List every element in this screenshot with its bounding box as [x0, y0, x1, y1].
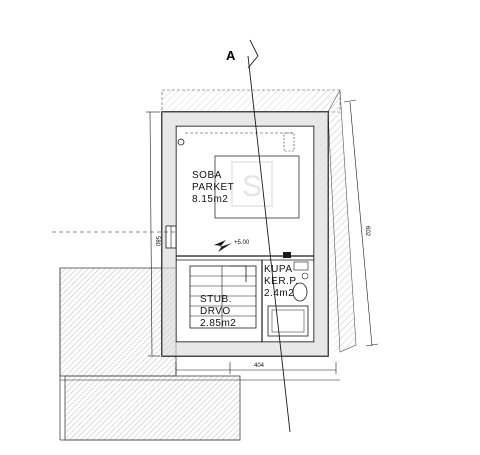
- watermark: S: [231, 161, 273, 207]
- room-area: 2.85m2: [200, 318, 236, 329]
- room-label-kupa: KUPA KER.P. 2.4m2: [264, 264, 299, 299]
- room-label-soba: SOBA PARKET 8.15m2: [192, 170, 234, 205]
- section-line: A: [226, 39, 291, 433]
- room-label-stubiste: STUB. DRVO 2.85m2: [200, 294, 236, 329]
- room-name: SOBA: [192, 170, 222, 181]
- dim-left-label: 580: [154, 236, 160, 247]
- section-marker-label: A: [226, 48, 236, 63]
- building-walls: [161, 111, 329, 357]
- room-floor: PARKET: [192, 182, 234, 193]
- dimension-left: 580: [52, 111, 176, 357]
- dimension-bottom: 404: [60, 362, 340, 381]
- watermark-letter: S: [242, 170, 262, 203]
- terrace-area: [161, 88, 357, 353]
- dimension-right: 602: [343, 99, 379, 347]
- elevation-marker: +5.00: [214, 240, 250, 252]
- room-name: KUPA: [264, 264, 293, 275]
- room-name: STUB.: [200, 294, 232, 305]
- staircase: [189, 265, 257, 329]
- bathroom-fixtures: [267, 252, 309, 337]
- room-floor: KER.P.: [264, 276, 299, 287]
- room-area: 2.4m2: [264, 288, 294, 299]
- bed-outline: [185, 132, 300, 219]
- elevation-label: +5.00: [234, 240, 250, 246]
- dim-right-label: 602: [364, 226, 370, 237]
- adjacent-plot: [59, 267, 241, 441]
- dim-bottom-label: 404: [254, 363, 265, 369]
- room-floor: DRVO: [200, 306, 231, 317]
- room-area: 8.15m2: [192, 194, 228, 205]
